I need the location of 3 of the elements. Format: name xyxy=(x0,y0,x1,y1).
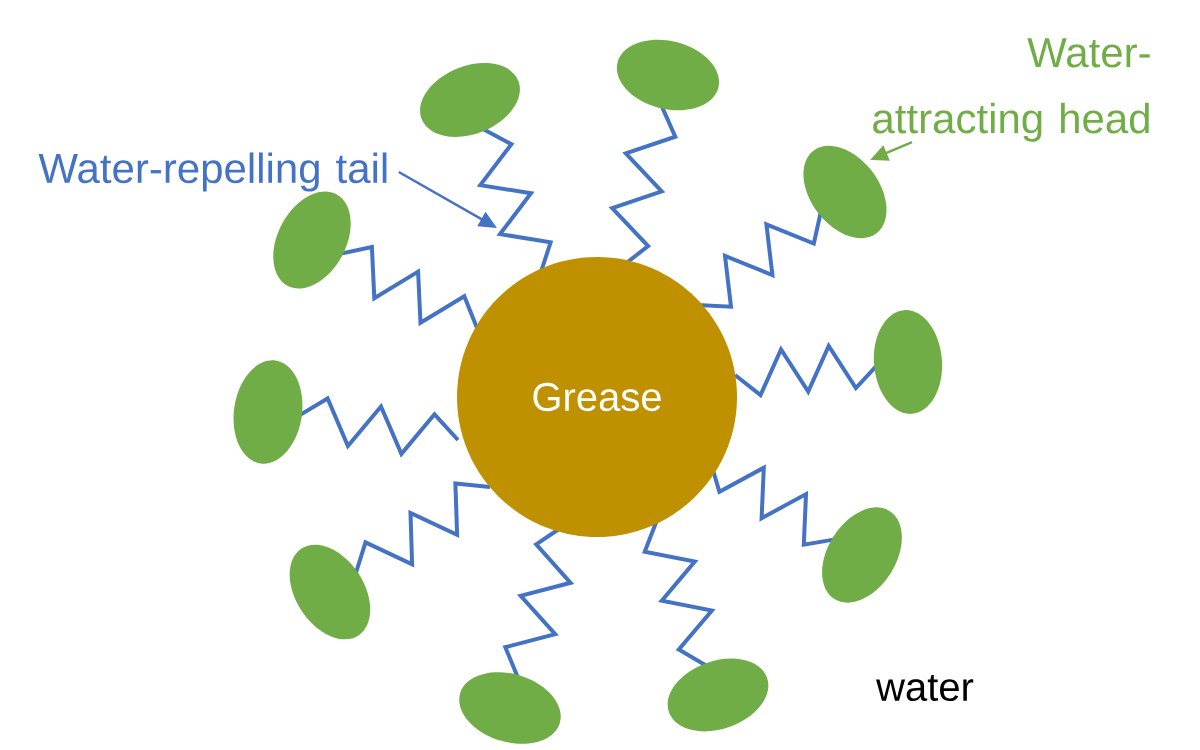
head-label: Water-attracting head xyxy=(873,38,1150,142)
tail-label: Water-repelling tail xyxy=(38,152,387,192)
water-label: water xyxy=(876,674,974,702)
